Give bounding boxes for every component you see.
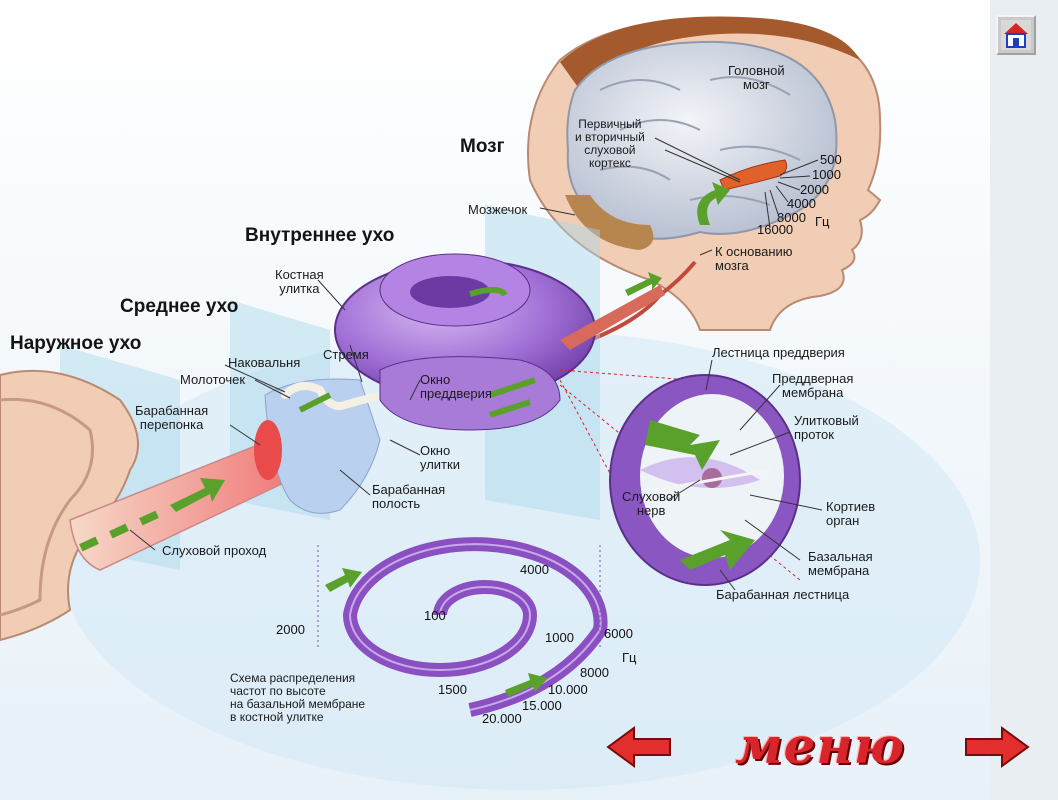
menu-button[interactable]: меню xyxy=(735,716,905,775)
spiral-freq-8000: 8000 xyxy=(580,665,609,680)
label-to-brain-base: К основанию мозга xyxy=(715,244,793,273)
spiral-freq-10000: 10.000 xyxy=(548,682,588,697)
label-auditory-cortex: Первичный и вторичный слуховой кортекс xyxy=(575,117,645,170)
label-brain: Головной мозг xyxy=(728,63,785,92)
cochlea-cross-section xyxy=(609,374,801,586)
back-button[interactable] xyxy=(604,724,674,770)
ossicles xyxy=(281,382,389,410)
home-icon xyxy=(1001,20,1031,50)
spiral-unit: Гц xyxy=(622,650,637,665)
label-cochlear-duct: Улитковый проток xyxy=(794,413,859,442)
right-arrow-icon xyxy=(965,726,1030,768)
label-organ-of-corti: Кортиев орган xyxy=(826,499,876,528)
section-brain: Мозг xyxy=(460,136,505,157)
hair xyxy=(560,16,860,90)
label-ear-canal: Слуховой проход xyxy=(162,543,267,558)
label-oval-window: Окно преддверия xyxy=(420,372,492,401)
label-spiral-caption: Схема распределения частот по высоте на … xyxy=(230,671,366,724)
cortex-unit: Гц xyxy=(815,214,830,229)
spiral-freq-100: 100 xyxy=(424,608,446,623)
home-button[interactable] xyxy=(996,15,1036,55)
label-auditory-nerve: Слуховой нерв xyxy=(622,489,681,518)
label-bony-cochlea: Костная улитка xyxy=(275,267,324,296)
label-scala-vestibuli: Лестница преддверия xyxy=(712,345,845,360)
cochlear-nerve-tube xyxy=(560,285,665,350)
cortex-freq-4000: 4000 xyxy=(787,196,816,211)
brain xyxy=(566,40,838,240)
label-stapes: Стремя xyxy=(323,347,369,362)
label-tympanic-cavity: Барабанная полость xyxy=(372,482,446,511)
spiral-freq-2000: 2000 xyxy=(276,622,305,637)
navigation-bar: меню xyxy=(600,712,1040,784)
outer-ear xyxy=(0,369,139,642)
right-side-panel xyxy=(990,0,1058,800)
cortex-freq-2000: 2000 xyxy=(800,182,829,197)
section-outer-ear: Наружное ухо xyxy=(10,333,142,354)
spiral-freq-1500: 1500 xyxy=(438,682,467,697)
spiral-freq-4000: 4000 xyxy=(520,562,549,577)
label-round-window: Окно улитки xyxy=(420,443,460,472)
section-middle-ear: Среднее ухо xyxy=(120,296,239,317)
cerebellum xyxy=(565,195,654,250)
spiral-freq-6000: 6000 xyxy=(604,626,633,641)
brain-arrow xyxy=(697,182,730,225)
label-basilar-membrane: Базальная мембрана xyxy=(808,549,873,578)
vestibule xyxy=(379,356,561,431)
auditory-cortex xyxy=(719,159,788,191)
left-arrow-icon xyxy=(606,726,671,768)
eardrum xyxy=(254,420,282,480)
label-malleus: Молоточек xyxy=(180,372,246,387)
spiral-freq-1000: 1000 xyxy=(545,630,574,645)
spiral-freq-20000: 20.000 xyxy=(482,711,522,726)
canal-arrows xyxy=(79,478,225,552)
label-vestibular-membrane: Преддверная мембрана xyxy=(772,371,854,400)
label-cerebellum: Мозжечок xyxy=(468,202,528,217)
cortex-freq-8000: 8000 xyxy=(777,210,806,225)
cortex-freq-16000: 16000 xyxy=(757,222,794,237)
label-incus: Наковальня xyxy=(228,355,301,370)
spiral-freq-15000: 15.000 xyxy=(522,698,562,713)
cortex-freq-1000: 1000 xyxy=(812,167,841,182)
label-eardrum: Барабанная перепонка xyxy=(135,403,209,432)
label-scala-tympani: Барабанная лестница xyxy=(716,587,850,602)
forward-button[interactable] xyxy=(962,724,1032,770)
section-inner-ear: Внутреннее ухо xyxy=(245,225,395,246)
cortex-freq-500: 500 xyxy=(820,152,842,167)
